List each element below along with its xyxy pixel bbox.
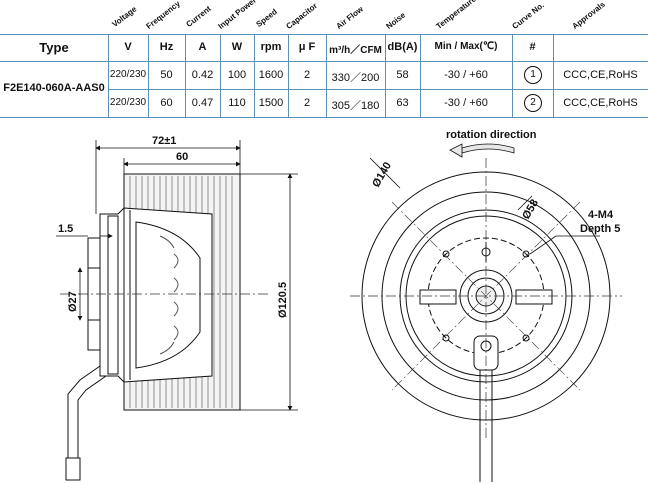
model-name: F2E140-060A-AAS0 bbox=[3, 82, 105, 94]
dim-outer-diameter: Ø140 bbox=[370, 160, 394, 189]
header-input-power: Input Power bbox=[216, 0, 259, 31]
row1-noise: 58 bbox=[396, 69, 409, 81]
row1-approvals: CCC,CE,RoHS bbox=[563, 69, 638, 81]
front-view bbox=[350, 158, 622, 482]
row2-approvals: CCC,CE,RoHS bbox=[563, 97, 638, 109]
header-temperature: Temperature bbox=[434, 0, 478, 32]
unit-temperature: Min / Max(℃) bbox=[434, 41, 498, 52]
row2-curve: 2 bbox=[524, 94, 542, 112]
row1-temperature: -30 / +60 bbox=[444, 69, 488, 81]
dim-bolt-circle: Ø58 bbox=[520, 197, 541, 221]
spec-table: Voltage Frequency Current Input Power Sp… bbox=[0, 0, 648, 118]
header-noise: Noise bbox=[384, 10, 408, 31]
dim-flange-offset: 1.5 bbox=[58, 223, 73, 235]
side-dimensions bbox=[56, 140, 298, 411]
unit-airflow: m³/h／CFM bbox=[329, 45, 382, 56]
row2-temperature: -30 / +60 bbox=[444, 97, 488, 109]
dim-overall-length: 72±1 bbox=[152, 135, 176, 147]
dim-hub-diameter: Ø27 bbox=[67, 291, 79, 312]
row1-airflow: 330／200 bbox=[331, 72, 380, 84]
front-dimensions bbox=[369, 157, 600, 255]
rotation-arrow-icon bbox=[449, 143, 515, 158]
header-air-flow: Air Flow bbox=[334, 4, 365, 32]
row2-capacitor: 2 bbox=[303, 97, 311, 109]
rotation-direction-label: rotation direction bbox=[446, 129, 537, 141]
row1-power: 100 bbox=[227, 69, 247, 81]
row1-current: 0.42 bbox=[191, 69, 214, 81]
row2-noise: 63 bbox=[396, 97, 409, 109]
dim-blade-length: 60 bbox=[176, 151, 188, 163]
header-voltage: Voltage bbox=[110, 4, 139, 29]
row1-frequency: 50 bbox=[160, 69, 173, 81]
header-frequency: Frequency bbox=[144, 0, 182, 32]
side-view bbox=[60, 173, 270, 481]
row2-power: 110 bbox=[228, 97, 246, 109]
row2-frequency: 60 bbox=[160, 97, 173, 109]
row1-speed: 1600 bbox=[258, 69, 284, 81]
row2-current: 0.47 bbox=[191, 97, 214, 109]
row2-speed: 1500 bbox=[258, 97, 284, 109]
hole-depth-label: Depth 5 bbox=[580, 223, 620, 235]
mounting-holes-label: 4-M4 bbox=[588, 209, 614, 221]
unit-power: W bbox=[231, 41, 243, 53]
header-speed: Speed bbox=[254, 7, 279, 29]
header-current: Current bbox=[184, 4, 213, 29]
unit-speed: rpm bbox=[260, 41, 282, 53]
header-approvals: Approvals bbox=[570, 0, 607, 31]
header-curve-no: Curve No. bbox=[510, 0, 546, 32]
header-capacitor: Capacitor bbox=[284, 1, 320, 31]
row1-voltage: 220/230 bbox=[109, 69, 147, 80]
unit-noise: dB(A) bbox=[387, 41, 418, 53]
unit-curve: # bbox=[529, 41, 536, 53]
row2-airflow: 305／180 bbox=[331, 100, 380, 112]
row1-curve: 1 bbox=[524, 66, 542, 84]
row2-voltage: 220/230 bbox=[109, 97, 147, 108]
unit-frequency: Hz bbox=[159, 41, 174, 53]
unit-current: A bbox=[198, 41, 207, 53]
technical-drawing: 72±1 60 1.5 Ø27 Ø120.5 bbox=[56, 129, 622, 482]
unit-capacitor: μ F bbox=[298, 41, 316, 53]
unit-voltage: V bbox=[124, 41, 132, 53]
dim-blade-diameter: Ø120.5 bbox=[277, 282, 289, 318]
row1-capacitor: 2 bbox=[303, 69, 311, 81]
unit-type: Type bbox=[39, 40, 69, 55]
